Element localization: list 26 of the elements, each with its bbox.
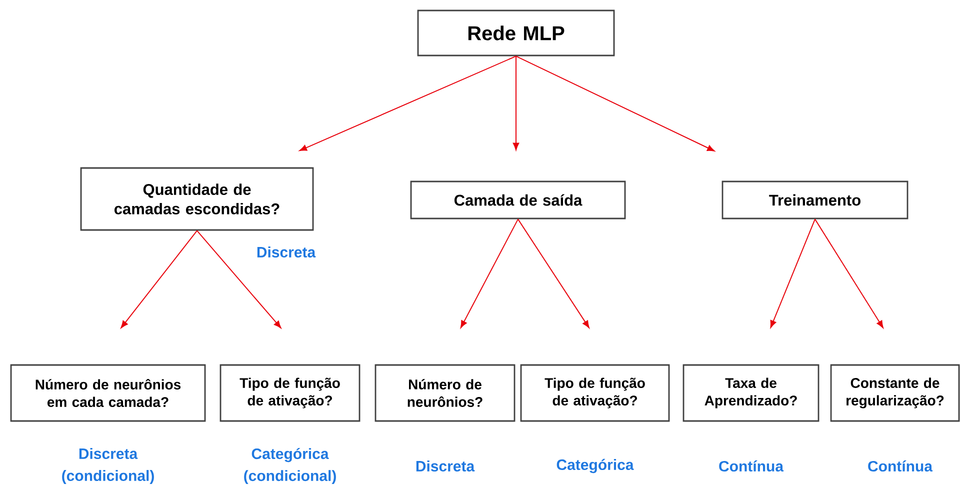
type-label: Categórica	[556, 458, 634, 474]
parameter-box: Quantidade de camadas escondidas?	[80, 167, 314, 231]
arrow	[516, 56, 715, 152]
arrow	[120, 230, 198, 328]
arrow	[814, 218, 884, 328]
arrow	[460, 218, 518, 328]
parameter-box: Constante de regularização?	[830, 364, 960, 422]
parameter-box: Treinamento	[722, 180, 908, 220]
parameter-box: Taxa de Aprendizado?	[682, 364, 820, 422]
arrow	[518, 218, 590, 328]
parameter-box: Tipo de função de ativação?	[220, 364, 360, 422]
arrow	[196, 230, 282, 328]
title-box: Rede MLP	[417, 10, 615, 56]
parameter-box: Camada de saída	[410, 180, 626, 220]
type-label: Contínua	[719, 460, 784, 472]
type-label: Discreta	[257, 246, 316, 258]
arrow	[299, 56, 516, 151]
arrow	[770, 218, 816, 328]
arrow	[512, 56, 520, 150]
type-label: Discreta	[416, 460, 475, 472]
type-label: Categórica (condicional)	[244, 448, 336, 484]
parameter-box: Tipo de função de ativação?	[520, 364, 670, 422]
type-label: Discreta (condicional)	[62, 448, 154, 484]
parameter-box: Número de neurônios em cada camada?	[10, 364, 206, 422]
parameter-box: Número de neurônios?	[374, 364, 516, 422]
type-label: Contínua	[868, 460, 933, 472]
